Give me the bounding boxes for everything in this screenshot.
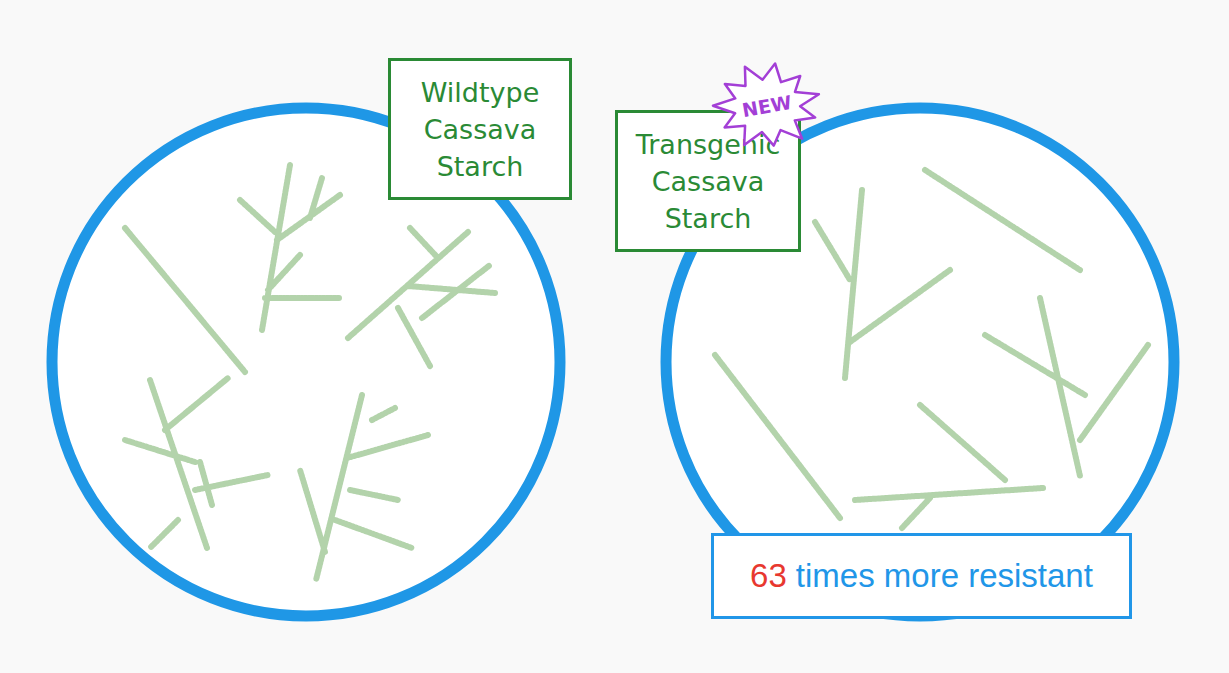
amylopectin-branch: [348, 228, 495, 366]
factor-number: 63: [750, 557, 787, 595]
node-text: Transgenic Cassava Starch: [626, 126, 790, 237]
amylopectin-branch: [855, 405, 1043, 528]
amylopectin-branch: [985, 298, 1148, 476]
amylose-chain: [125, 228, 245, 372]
result-box: 63times more resistant: [711, 533, 1132, 619]
amylopectin-branch: [125, 378, 268, 548]
new-badge: NEW: [710, 60, 824, 152]
amylose-chain: [925, 170, 1080, 270]
node-text: Wildtype Cassava Starch: [399, 74, 561, 185]
sample-label: Wildtype Cassava Starch: [388, 58, 572, 200]
amylopectin-branch: [300, 395, 428, 580]
node-text: times more resistant: [796, 557, 1093, 595]
amylopectin-branch: [815, 190, 950, 378]
wildtype-molecules: [125, 165, 495, 580]
amylopectin-branch: [240, 165, 340, 330]
amylose-chain: [715, 355, 840, 518]
